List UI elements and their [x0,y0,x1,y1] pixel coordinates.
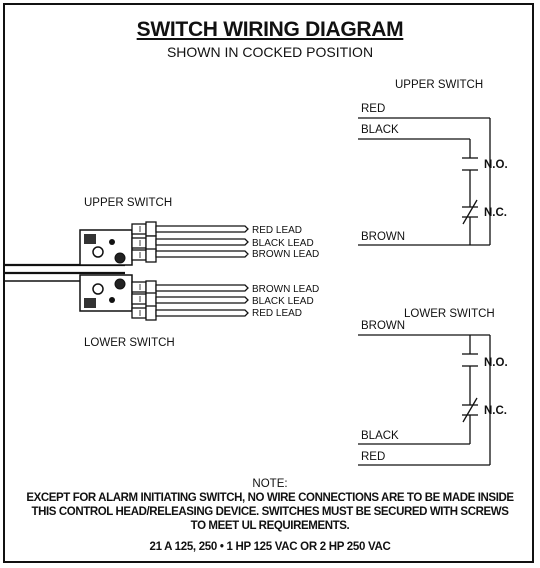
note-body: EXCEPT FOR ALARM INITIATING SWITCH, NO W… [18,491,522,533]
note-line: THIS CONTROL HEAD/RELEASING DEVICE. SWIT… [31,506,509,518]
lower-lead-brown-label: BROWN LEAD [252,284,319,295]
upper-schematic-heading: UPPER SWITCH [395,79,483,91]
upper-wire-black-label: BLACK [361,124,399,136]
upper-no-label: N.O. [484,159,508,171]
lower-nc-label: N.C. [484,405,507,417]
electrical-rating: 21 A 125, 250 • 1 HP 125 VAC OR 2 HP 250… [149,541,391,553]
upper-lead-red-label: RED LEAD [252,225,302,236]
upper-nc-label: N.C. [484,207,507,219]
lower-wire-black-label: BLACK [361,430,399,442]
note-line: EXCEPT FOR ALARM INITIATING SWITCH, NO W… [26,492,514,504]
lower-no-label: N.O. [484,357,508,369]
note-heading: NOTE: [252,478,288,490]
diagram-subtitle: SHOWN IN COCKED POSITION [166,44,374,60]
upper-lead-black-label: BLACK LEAD [252,238,314,249]
upper-nc-slash [462,199,478,225]
note-line: TO MEET UL REQUIREMENTS. [190,520,350,532]
lower-nc-slash [462,397,478,423]
lower-lead-black-label: BLACK LEAD [252,296,314,307]
lower-lead-red-label: RED LEAD [252,308,302,319]
upper-wire-brown-label: BROWN [361,231,405,243]
lower-wire-brown-label: BROWN [361,320,405,332]
switch-assembly [5,221,249,321]
diagram-title: SWITCH WIRING DIAGRAM [136,18,404,41]
upper-lead-brown-label: BROWN LEAD [252,249,319,260]
lower-schematic-heading: LOWER SWITCH [404,308,495,320]
upper-wire-red-label: RED [361,103,385,115]
lower-wire-red-label: RED [361,451,385,463]
assembly-upper-label: UPPER SWITCH [84,197,172,209]
assembly-lower-label: LOWER SWITCH [84,337,175,349]
